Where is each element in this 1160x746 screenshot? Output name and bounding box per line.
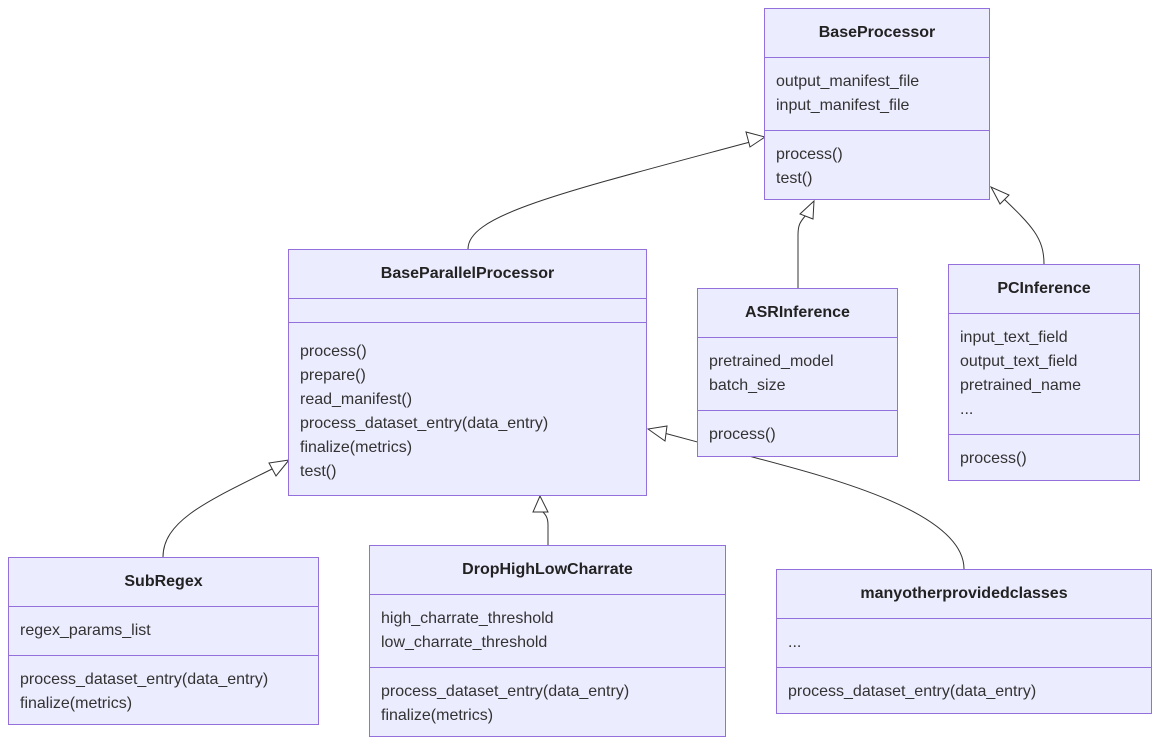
method: process_dataset_entry(data_entry)	[300, 415, 549, 432]
class-attributes: pretrained_model batch_size	[698, 338, 897, 411]
class-name: BaseParallelProcessor	[289, 250, 646, 299]
class-methods: process()	[949, 435, 1139, 483]
class-name: BaseProcessor	[765, 9, 989, 58]
class-attributes: input_text_field output_text_field pretr…	[949, 314, 1139, 435]
class-box-asrinference[interactable]: ASRInference pretrained_model batch_size…	[697, 288, 898, 457]
inheritance-arrowhead	[646, 425, 668, 442]
edge-drophighlowcharrate-to-baseparallelprocessor	[541, 510, 549, 545]
class-box-pcinference[interactable]: PCInference input_text_field output_text…	[948, 264, 1140, 481]
method: process_dataset_entry(data_entry)	[381, 683, 630, 700]
class-box-subregex[interactable]: SubRegex regex_params_list process_datas…	[8, 557, 319, 725]
class-box-drophighlowcharrate[interactable]: DropHighLowCharrate high_charrate_thresh…	[369, 545, 726, 737]
attribute: high_charrate_threshold	[381, 610, 554, 627]
method: process_dataset_entry(data_entry)	[788, 683, 1037, 700]
method: read_manifest()	[300, 391, 413, 408]
attribute: regex_params_list	[20, 622, 151, 639]
class-methods: process() test()	[765, 131, 989, 203]
class-methods: process() prepare() read_manifest() proc…	[289, 323, 646, 496]
method: test()	[300, 463, 337, 480]
attribute: input_manifest_file	[776, 97, 910, 114]
class-methods: process_dataset_entry(data_entry) finali…	[370, 668, 725, 740]
method: process()	[300, 343, 367, 360]
method: process()	[709, 426, 776, 443]
edge-baseparallelprocessor-to-baseprocessor	[467, 141, 751, 250]
class-name: manyotherprovidedclasses	[777, 570, 1151, 619]
class-attributes: high_charrate_threshold low_charrate_thr…	[370, 595, 725, 668]
attribute: output_manifest_file	[776, 73, 920, 90]
class-name: PCInference	[949, 265, 1139, 314]
inheritance-arrowhead	[989, 185, 1010, 205]
inheritance-arrowhead	[268, 459, 291, 477]
method: finalize(metrics)	[300, 439, 413, 456]
class-methods: process_dataset_entry(data_entry) finali…	[9, 656, 318, 728]
class-attributes: output_manifest_file input_manifest_file	[765, 58, 989, 131]
attribute: output_text_field	[960, 353, 1078, 370]
method: process_dataset_entry(data_entry)	[20, 671, 269, 688]
attribute: pretrained_model	[709, 353, 834, 370]
class-name: DropHighLowCharrate	[370, 546, 725, 595]
class-box-baseparallelprocessor[interactable]: BaseParallelProcessor process() prepare(…	[288, 249, 647, 496]
class-attributes: ...	[777, 619, 1151, 668]
method: process()	[960, 450, 1027, 467]
inheritance-arrowhead	[532, 494, 549, 513]
method: test()	[776, 170, 813, 187]
attribute: ...	[960, 401, 974, 418]
method: prepare()	[300, 367, 366, 384]
edge-pcinference-to-baseprocessor	[1002, 197, 1045, 265]
attribute: input_text_field	[960, 329, 1068, 346]
class-name: SubRegex	[9, 558, 318, 607]
class-name: ASRInference	[698, 289, 897, 338]
edge-subregex-to-baseparallelprocessor	[162, 467, 275, 558]
class-methods: process_dataset_entry(data_entry)	[777, 668, 1151, 716]
method: finalize(metrics)	[381, 707, 494, 724]
class-box-baseprocessor[interactable]: BaseProcessor output_manifest_file input…	[764, 8, 990, 200]
attribute: pretrained_name	[960, 377, 1081, 394]
inheritance-arrowhead	[799, 199, 815, 220]
inheritance-arrowhead	[745, 131, 767, 148]
class-attributes	[289, 299, 646, 323]
class-box-manyotherprovidedclasses[interactable]: manyotherprovidedclasses ... process_dat…	[776, 569, 1152, 714]
method: finalize(metrics)	[20, 695, 133, 712]
class-methods: process()	[698, 411, 897, 459]
attribute: batch_size	[709, 377, 786, 394]
class-attributes: regex_params_list	[9, 607, 318, 656]
edge-asrinference-to-baseprocessor	[797, 214, 807, 288]
method: process()	[776, 146, 843, 163]
attribute: ...	[788, 634, 802, 651]
attribute: low_charrate_threshold	[381, 634, 548, 651]
